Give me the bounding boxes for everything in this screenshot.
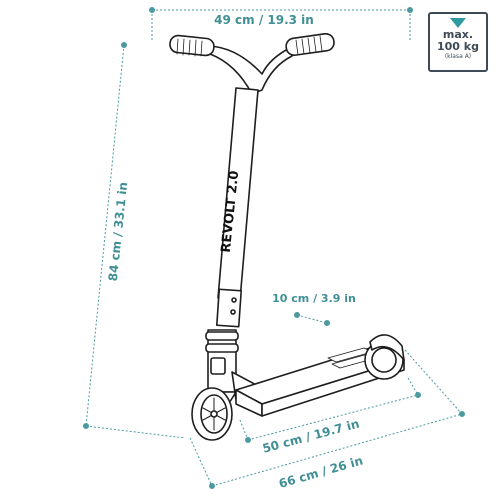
handlebar-width-label: 49 cm / 19.3 in xyxy=(214,13,314,27)
max-load-badge: max. 100 kg (klasa A) xyxy=(428,12,488,72)
deck-width-label: 10 cm / 3.9 in xyxy=(272,292,356,305)
deck-length-label: 50 cm / 19.7 in xyxy=(261,416,361,455)
weight-arrow-icon xyxy=(450,18,466,28)
headset-ring xyxy=(205,343,239,353)
dimension-dot xyxy=(294,312,300,318)
total-height-label: 84 cm / 33.1 in xyxy=(106,181,130,282)
head-tube-logo xyxy=(210,357,226,375)
right-grip-ridges xyxy=(295,35,323,56)
stem-clamp xyxy=(215,288,243,328)
clamp-bolt xyxy=(231,297,237,303)
rear-wheel-hub xyxy=(371,347,397,373)
rear-fender xyxy=(369,334,405,361)
left-grip xyxy=(169,34,215,57)
badge-line-max: max. xyxy=(442,28,474,41)
headset-ring xyxy=(205,331,239,341)
deck-side xyxy=(261,359,405,417)
dimension-dot xyxy=(324,320,330,326)
left-grip-ridges xyxy=(176,38,203,57)
badge-line-class: (klasa A) xyxy=(444,53,472,60)
deck-length-line xyxy=(247,394,419,441)
front-wheel-axle xyxy=(210,410,218,418)
badge-line-weight: 100 kg xyxy=(437,40,479,53)
extension-line xyxy=(407,377,419,396)
dimension-lines xyxy=(83,7,465,489)
dimension-dot xyxy=(121,42,127,48)
extension-line xyxy=(239,419,249,441)
handlebar-bar xyxy=(209,45,293,95)
scooter-illustration xyxy=(169,32,405,441)
deck-width-line xyxy=(296,314,328,324)
extension-line xyxy=(189,437,213,487)
dimension-dot xyxy=(415,392,421,398)
extension-line xyxy=(404,349,463,415)
total-length-line xyxy=(211,413,463,487)
clamp-bolt xyxy=(230,309,236,315)
extension-line xyxy=(85,425,186,439)
total-length-label: 66 cm / 26 in xyxy=(277,453,364,490)
